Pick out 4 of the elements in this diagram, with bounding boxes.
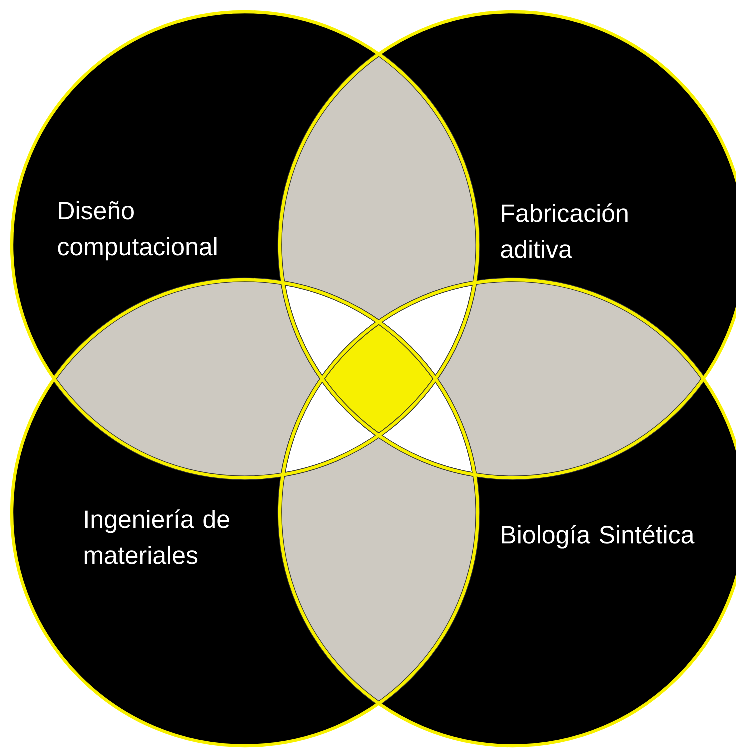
- circle-label: Fabricación aditiva: [501, 204, 628, 258]
- circle-label: Biología Sintética: [502, 525, 695, 549]
- circle-label: Diseño computacional: [58, 201, 217, 261]
- circle-label: Ingeniería de materiales: [84, 510, 230, 564]
